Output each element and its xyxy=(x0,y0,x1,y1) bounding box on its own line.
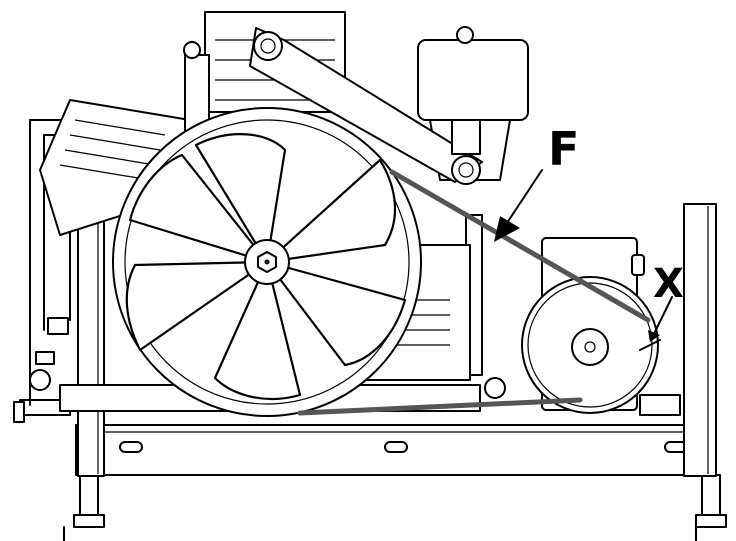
force-arrow xyxy=(494,169,543,242)
deflection-indicator xyxy=(639,296,673,351)
force-label: F xyxy=(548,122,579,176)
deflection-label: X xyxy=(653,261,684,307)
tie-bar xyxy=(249,27,483,185)
base-frame xyxy=(63,424,727,541)
motor-pulley xyxy=(521,276,659,414)
v-belt xyxy=(297,169,651,416)
flywheel xyxy=(112,107,422,417)
